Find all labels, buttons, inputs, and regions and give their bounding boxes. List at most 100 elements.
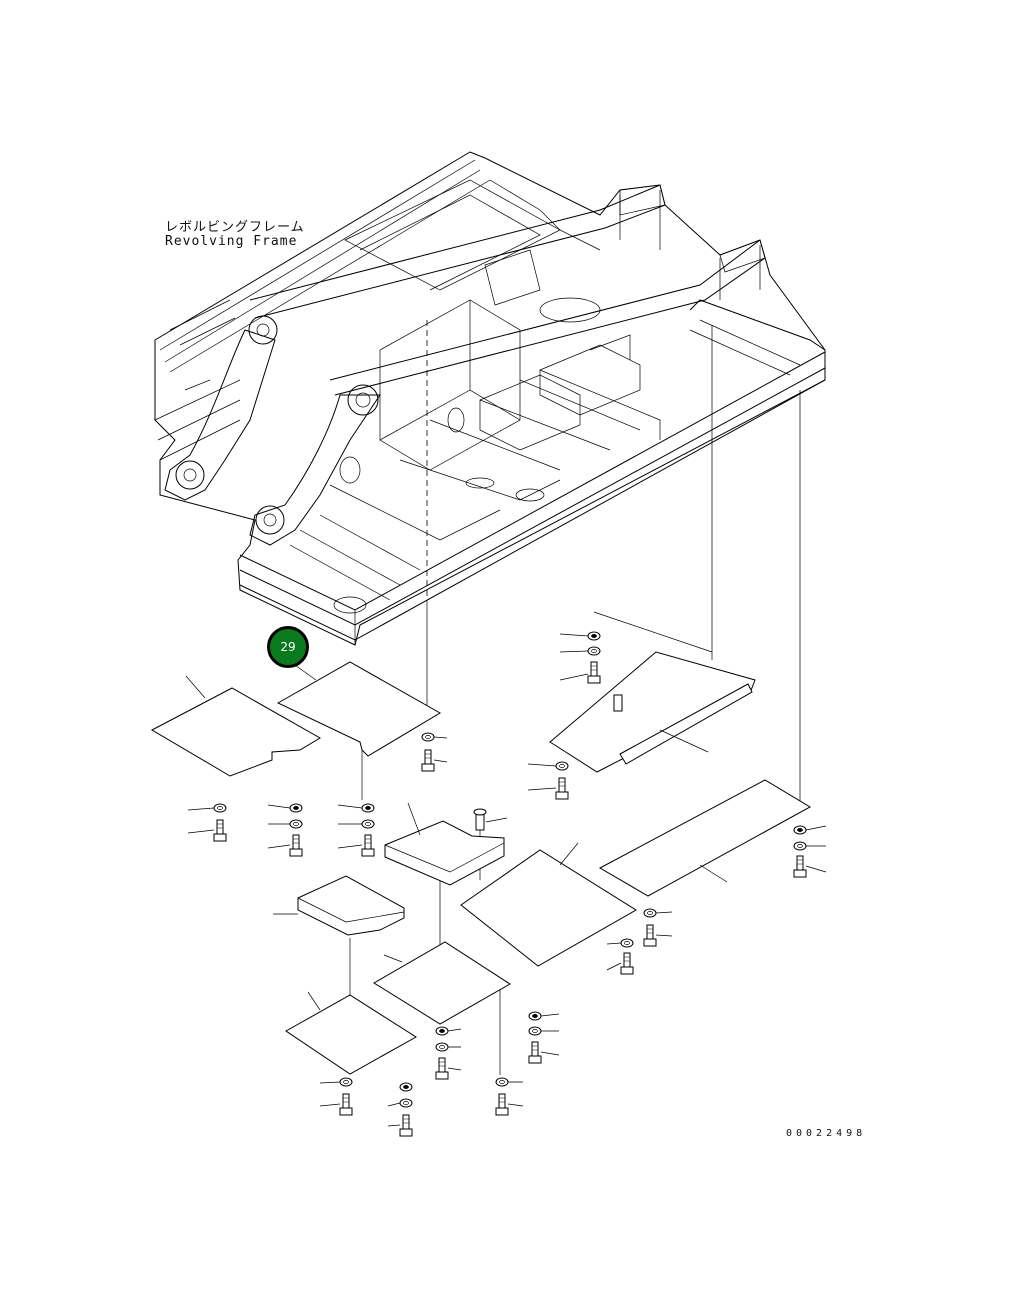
washer-hole — [624, 941, 630, 945]
washer-hole — [532, 1029, 538, 1033]
frame-label-japanese: レボルビングフレーム — [165, 220, 305, 235]
leader-line — [387, 1102, 401, 1107]
washer-hole — [365, 822, 371, 826]
leader-line — [447, 1067, 462, 1071]
bolt-head-icon — [528, 1055, 542, 1064]
bolt-head-icon — [213, 833, 227, 842]
bolt-shank — [623, 952, 631, 968]
bolt-thread — [425, 753, 431, 759]
washer-hole — [343, 1080, 349, 1084]
leader-line — [559, 650, 589, 653]
leader-line — [540, 1051, 560, 1056]
leader-line — [433, 759, 448, 763]
bolt-head-icon — [793, 869, 807, 878]
washer-hole — [559, 764, 565, 768]
bolt-shank — [796, 855, 804, 871]
washer-hole — [591, 634, 597, 638]
leader-line — [337, 844, 363, 849]
bolt-head-icon — [555, 791, 569, 800]
leader-line — [337, 804, 363, 809]
bolt-head-icon — [587, 675, 601, 684]
bolt-head-icon — [421, 763, 435, 772]
washer-hole — [439, 1045, 445, 1049]
bolt-shank — [342, 1093, 350, 1109]
washer-hole — [217, 806, 223, 810]
leader-line — [267, 844, 291, 849]
leader-line — [559, 633, 589, 637]
bolt-shank — [498, 1093, 506, 1109]
leader-line — [655, 934, 673, 937]
leader-line — [387, 1124, 401, 1127]
bolt-thread — [647, 928, 653, 934]
bolt-shank — [646, 924, 654, 940]
leader-line — [655, 911, 673, 914]
cover-plates — [150, 611, 812, 1075]
bolt-thread — [439, 1061, 445, 1067]
bolt-head-icon — [361, 848, 375, 857]
washer-hole — [647, 911, 653, 915]
washer-hole — [591, 649, 597, 653]
bolt-thread — [403, 1118, 409, 1124]
dowel-pin-head — [473, 808, 487, 816]
leader-line — [433, 736, 448, 739]
leader-line — [187, 829, 215, 834]
bolt-shank — [531, 1041, 539, 1057]
leader-line — [507, 1103, 524, 1107]
leader-line — [485, 817, 508, 823]
bolt-head-icon — [620, 966, 634, 975]
leader-line — [527, 763, 557, 767]
bolt-head-icon — [339, 1107, 353, 1116]
callout-number: 29 — [280, 640, 296, 654]
bolt-head-icon — [495, 1107, 509, 1116]
leader-line — [319, 1103, 341, 1107]
leader-line — [540, 1013, 560, 1017]
washer-hole — [365, 806, 371, 810]
revolving-frame-drawing — [154, 151, 826, 646]
washer-hole — [425, 735, 431, 739]
bolt-head-icon — [435, 1071, 449, 1080]
drawing-number: 00022498 — [786, 1128, 867, 1139]
leader-line — [447, 1028, 462, 1032]
washer-hole — [797, 828, 803, 832]
leader-line — [606, 962, 622, 971]
washer-hole — [403, 1085, 409, 1089]
washer-hole — [532, 1014, 538, 1018]
fasteners — [187, 631, 827, 1137]
bolt-head-icon — [289, 848, 303, 857]
leader-line — [805, 825, 827, 831]
washer-hole — [439, 1029, 445, 1033]
bolt-head-icon — [399, 1128, 413, 1137]
leader-line — [187, 807, 215, 811]
bolt-thread — [559, 781, 565, 787]
washer-hole — [499, 1080, 505, 1084]
bolt-head-icon — [643, 938, 657, 947]
leader-line — [606, 942, 622, 945]
washer-hole — [293, 822, 299, 826]
bolt-thread — [624, 956, 630, 962]
washer-hole — [403, 1101, 409, 1105]
bolt-shank — [216, 819, 224, 835]
bolt-shank — [558, 777, 566, 793]
bolt-shank — [364, 834, 372, 850]
leader-line — [805, 865, 827, 873]
bolt-thread — [293, 838, 299, 844]
bolt-thread — [499, 1097, 505, 1103]
frame-label-english: Revolving Frame — [165, 234, 298, 249]
bolt-thread — [343, 1097, 349, 1103]
bolt-shank — [292, 834, 300, 850]
leader-line — [527, 787, 557, 791]
bolt-thread — [365, 838, 371, 844]
washer-hole — [797, 844, 803, 848]
bolt-thread — [217, 823, 223, 829]
bolt-shank — [402, 1114, 410, 1130]
bolt-shank — [438, 1057, 446, 1073]
leader-line — [559, 673, 589, 681]
bolt-shank — [424, 749, 432, 765]
bolt-thread — [532, 1045, 538, 1051]
part-callout-29[interactable]: 29 — [267, 626, 309, 668]
bolt-shank — [590, 661, 598, 677]
bolt-thread — [797, 859, 803, 865]
leader-line — [319, 1081, 341, 1084]
